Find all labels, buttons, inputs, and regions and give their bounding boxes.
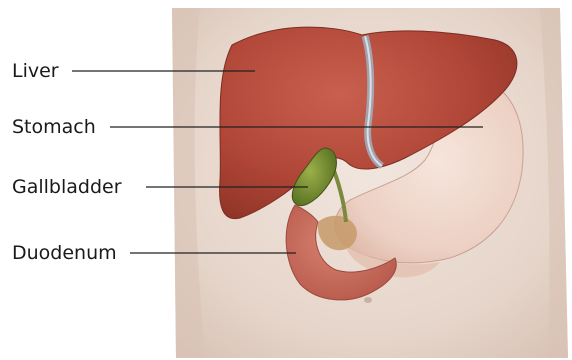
stomach-label: Stomach	[12, 116, 96, 138]
liver-label: Liver	[12, 60, 59, 82]
gallbladder-label: Gallbladder	[12, 176, 122, 198]
navel	[364, 297, 372, 303]
duodenum-label: Duodenum	[12, 242, 117, 264]
